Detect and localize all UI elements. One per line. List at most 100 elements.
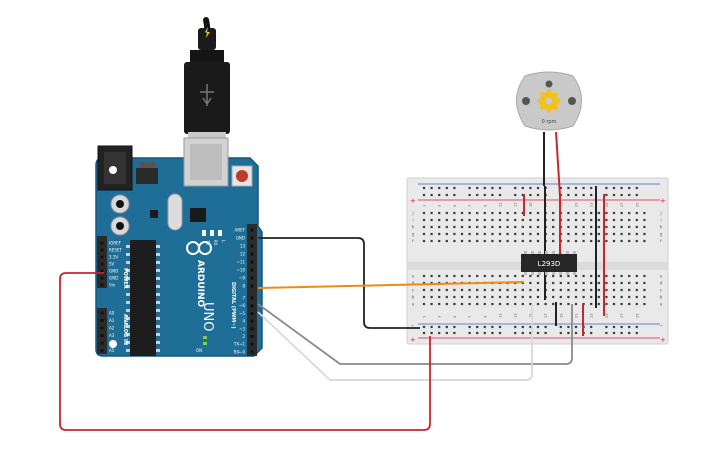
breadboard-hole[interactable]	[430, 288, 433, 292]
breadboard-hole[interactable]	[529, 274, 532, 278]
breadboard-hole[interactable]	[544, 325, 547, 329]
breadboard-hole[interactable]	[483, 288, 486, 292]
breadboard-hole[interactable]	[605, 211, 608, 215]
breadboard-hole[interactable]	[552, 232, 555, 236]
breadboard-hole[interactable]	[612, 302, 616, 306]
breadboard-hole[interactable]	[582, 225, 585, 229]
breadboard-hole[interactable]	[612, 211, 616, 215]
usb-cable[interactable]	[184, 17, 230, 140]
breadboard-hole[interactable]	[476, 274, 479, 278]
breadboard-hole[interactable]	[422, 225, 426, 229]
breadboard-hole[interactable]	[536, 274, 540, 278]
breadboard-hole[interactable]	[491, 331, 494, 335]
header-pin-socket[interactable]	[250, 304, 254, 308]
breadboard-hole[interactable]	[430, 331, 433, 335]
breadboard-hole[interactable]	[536, 186, 540, 190]
breadboard-hole[interactable]	[574, 232, 578, 236]
breadboard-hole[interactable]	[536, 325, 540, 329]
breadboard-hole[interactable]	[468, 232, 471, 236]
l293d-chip[interactable]: L293D	[521, 251, 577, 275]
breadboard-hole[interactable]	[483, 193, 486, 197]
breadboard-hole[interactable]	[635, 232, 638, 236]
breadboard-hole[interactable]	[590, 211, 593, 215]
breadboard-hole[interactable]	[438, 186, 441, 190]
breadboard-hole[interactable]	[521, 225, 524, 229]
breadboard-hole[interactable]	[590, 281, 593, 285]
breadboard-hole[interactable]	[590, 274, 593, 278]
breadboard-hole[interactable]	[476, 288, 479, 292]
breadboard-hole[interactable]	[559, 274, 562, 278]
breadboard-hole[interactable]	[468, 186, 471, 190]
breadboard-hole[interactable]	[536, 232, 540, 236]
breadboard-hole[interactable]	[529, 193, 532, 197]
breadboard-hole[interactable]	[521, 211, 524, 215]
breadboard-hole[interactable]	[559, 186, 562, 190]
breadboard-hole[interactable]	[483, 331, 486, 335]
breadboard-hole[interactable]	[590, 232, 593, 236]
breadboard-hole[interactable]	[438, 325, 441, 329]
breadboard-hole[interactable]	[445, 186, 448, 190]
breadboard-hole[interactable]	[514, 239, 517, 243]
breadboard-hole[interactable]	[567, 295, 570, 299]
breadboard-hole[interactable]	[430, 193, 433, 197]
breadboard-hole[interactable]	[597, 295, 600, 299]
breadboard-hole[interactable]	[521, 325, 524, 329]
breadboard-hole[interactable]	[506, 211, 509, 215]
breadboard-hole[interactable]	[438, 302, 441, 306]
breadboard-hole[interactable]	[620, 218, 623, 222]
breadboard-hole[interactable]	[567, 281, 570, 285]
digital-header-top[interactable]	[247, 224, 257, 292]
breadboard-hole[interactable]	[468, 331, 471, 335]
breadboard-hole[interactable]	[574, 274, 578, 278]
breadboard-hole[interactable]	[445, 274, 448, 278]
breadboard-hole[interactable]	[612, 218, 616, 222]
breadboard-hole[interactable]	[590, 288, 593, 292]
breadboard-hole[interactable]	[468, 325, 471, 329]
breadboard-hole[interactable]	[430, 218, 433, 222]
breadboard-hole[interactable]	[574, 331, 578, 335]
breadboard-hole[interactable]	[605, 232, 608, 236]
breadboard-hole[interactable]	[514, 225, 517, 229]
breadboard-hole[interactable]	[438, 288, 441, 292]
breadboard-hole[interactable]	[438, 239, 441, 243]
breadboard-hole[interactable]	[643, 232, 646, 236]
breadboard-hole[interactable]	[574, 218, 578, 222]
breadboard-hole[interactable]	[445, 193, 448, 197]
breadboard-hole[interactable]	[529, 232, 532, 236]
breadboard-hole[interactable]	[491, 274, 494, 278]
breadboard-hole[interactable]	[498, 288, 502, 292]
breadboard-hole[interactable]	[498, 232, 502, 236]
breadboard-hole[interactable]	[476, 211, 479, 215]
breadboard-hole[interactable]	[567, 239, 570, 243]
breadboard-hole[interactable]	[628, 274, 631, 278]
breadboard-hole[interactable]	[460, 302, 464, 306]
breadboard-hole[interactable]	[574, 193, 578, 197]
breadboard-hole[interactable]	[590, 218, 593, 222]
digital-header-bottom[interactable]	[247, 292, 257, 356]
breadboard-hole[interactable]	[605, 281, 608, 285]
breadboard-hole[interactable]	[460, 232, 464, 236]
breadboard-hole[interactable]	[635, 331, 638, 335]
breadboard-hole[interactable]	[605, 295, 608, 299]
header-pin-socket[interactable]	[250, 268, 254, 272]
breadboard-hole[interactable]	[430, 295, 433, 299]
breadboard-hole[interactable]	[430, 211, 433, 215]
breadboard-hole[interactable]	[612, 193, 616, 197]
breadboard-hole[interactable]	[635, 193, 638, 197]
breadboard-hole[interactable]	[498, 325, 502, 329]
breadboard-hole[interactable]	[445, 232, 448, 236]
header-pin-socket[interactable]	[250, 236, 254, 240]
analog-header-pins[interactable]	[100, 311, 104, 353]
breadboard-hole[interactable]	[567, 211, 570, 215]
breadboard-hole[interactable]	[483, 211, 486, 215]
breadboard-hole[interactable]	[552, 281, 555, 285]
header-pin-socket[interactable]	[250, 252, 254, 256]
breadboard-hole[interactable]	[628, 302, 631, 306]
breadboard-hole[interactable]	[483, 218, 486, 222]
header-pin-socket[interactable]	[100, 349, 104, 352]
breadboard-hole[interactable]	[529, 186, 532, 190]
breadboard-hole[interactable]	[574, 295, 578, 299]
breadboard-hole[interactable]	[574, 239, 578, 243]
breadboard-hole[interactable]	[620, 331, 623, 335]
breadboard-hole[interactable]	[460, 288, 464, 292]
